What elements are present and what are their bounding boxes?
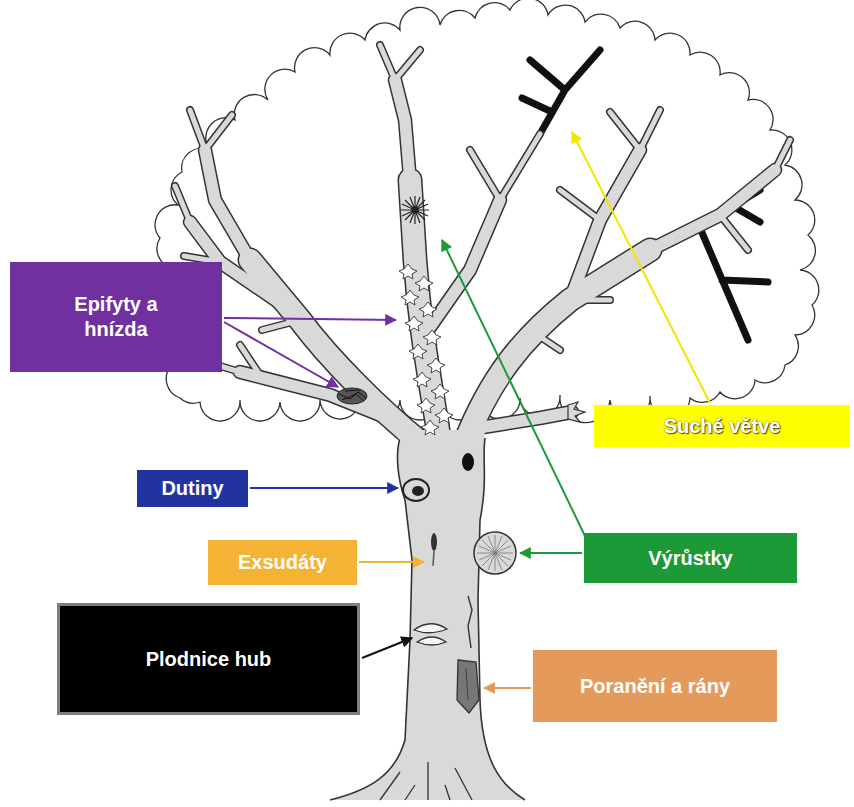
bird-nest <box>337 388 367 404</box>
branch-fill <box>175 45 790 442</box>
ivy-leaf <box>399 264 417 279</box>
leader-line <box>359 561 424 563</box>
label-text: Exsudáty <box>238 550 327 575</box>
ivy-leaf <box>427 358 445 373</box>
burl <box>474 532 516 574</box>
exudate <box>431 533 437 566</box>
ivy-leaf <box>405 316 423 331</box>
ivy-leaf <box>431 384 449 399</box>
ivy-leaf <box>409 344 427 359</box>
label-box: Suché větve <box>594 405 850 447</box>
label-text: Suché větve <box>664 414 781 439</box>
leader-line <box>362 638 412 658</box>
tree-roots <box>380 762 472 800</box>
label-box: Výrůstky <box>584 533 797 583</box>
label-text: Poranění a rány <box>580 674 730 699</box>
ivy-leaf <box>421 420 439 435</box>
label-box: Poranění a rány <box>533 650 777 722</box>
leader-line <box>572 132 710 403</box>
ivy-leaf <box>419 302 437 317</box>
leader-line <box>224 322 338 387</box>
wound <box>457 660 479 713</box>
ivy-leaf <box>401 290 419 305</box>
label-box: Exsudáty <box>208 540 357 585</box>
label-text: Plodnice hub <box>146 647 272 672</box>
leader-line <box>442 240 585 536</box>
witches-broom <box>401 196 429 224</box>
leader-line <box>484 687 531 689</box>
label-text: Dutiny <box>161 476 223 501</box>
ivy-leaf <box>417 398 435 413</box>
branch <box>250 180 650 442</box>
branch <box>175 45 790 378</box>
leader-line <box>520 552 582 554</box>
dead-branch <box>522 50 600 134</box>
label-box: Dutiny <box>137 470 248 507</box>
branch-outline <box>175 45 790 378</box>
ivy-leaf <box>435 408 453 423</box>
label-box: Plodnice hub <box>57 603 360 715</box>
label-text: Výrůstky <box>648 546 733 571</box>
label-text: Epifyty a hnízda <box>51 292 181 342</box>
fungi-fruiting-bodies <box>414 624 447 645</box>
label-box: Epifyty a hnízda <box>10 262 222 372</box>
ivy-leaf <box>423 330 441 345</box>
branch-outline <box>175 45 790 442</box>
tree-cavity <box>403 453 474 501</box>
ivy-epiphyte <box>399 264 453 435</box>
ivy-leaf <box>413 372 431 387</box>
broken-branch-end <box>568 402 585 422</box>
leader-line <box>224 318 396 320</box>
branch-outline <box>190 80 775 428</box>
branch <box>190 80 775 428</box>
crack <box>468 596 472 648</box>
ivy-leaf <box>415 276 433 291</box>
leader-line <box>250 487 398 489</box>
